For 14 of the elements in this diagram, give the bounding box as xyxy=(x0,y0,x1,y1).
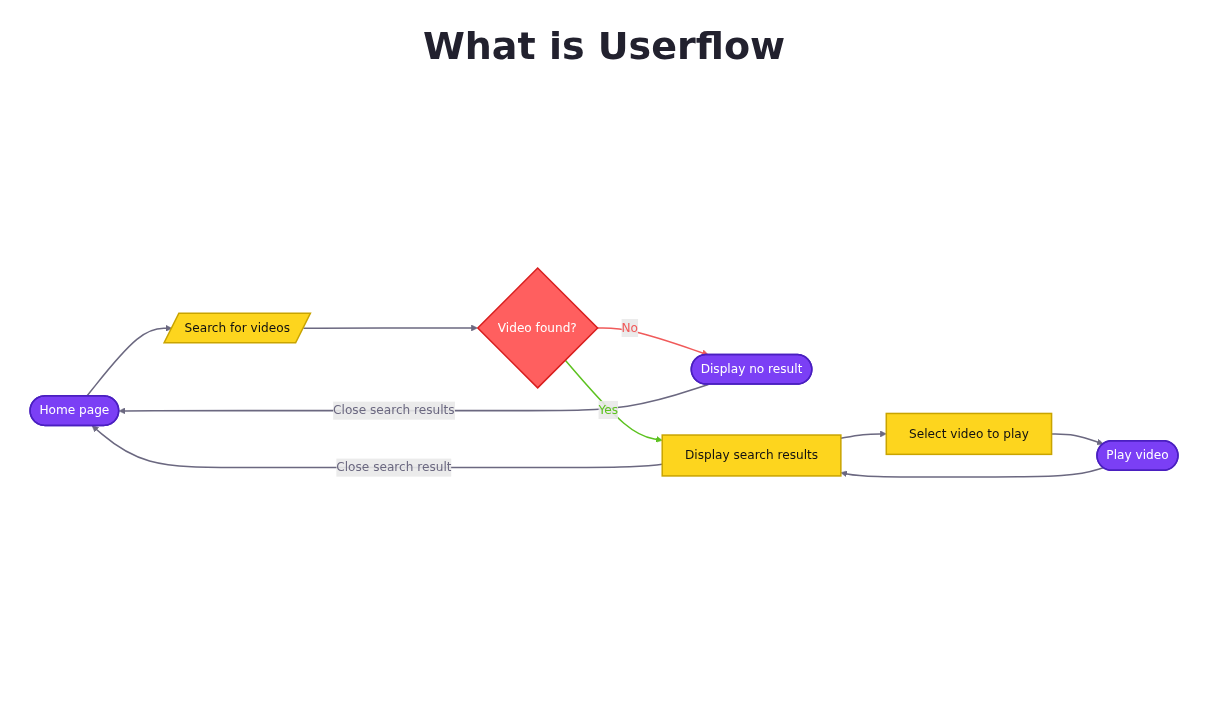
node-box: Select video to play xyxy=(885,413,1053,456)
edge-label: Close search results xyxy=(333,403,455,418)
title: What is Userflow xyxy=(421,24,787,68)
arrow xyxy=(564,359,663,444)
arrow xyxy=(596,327,709,357)
arrow xyxy=(85,325,173,398)
arrow xyxy=(302,325,478,332)
edge-label: Close search result xyxy=(336,460,452,475)
node-box: Display search results xyxy=(661,434,842,478)
node-diamond: Video found? xyxy=(476,267,599,390)
arrow xyxy=(840,431,887,440)
edge-label: Yes xyxy=(598,402,618,418)
edge-label: No xyxy=(621,320,638,336)
arrow xyxy=(840,467,1105,479)
